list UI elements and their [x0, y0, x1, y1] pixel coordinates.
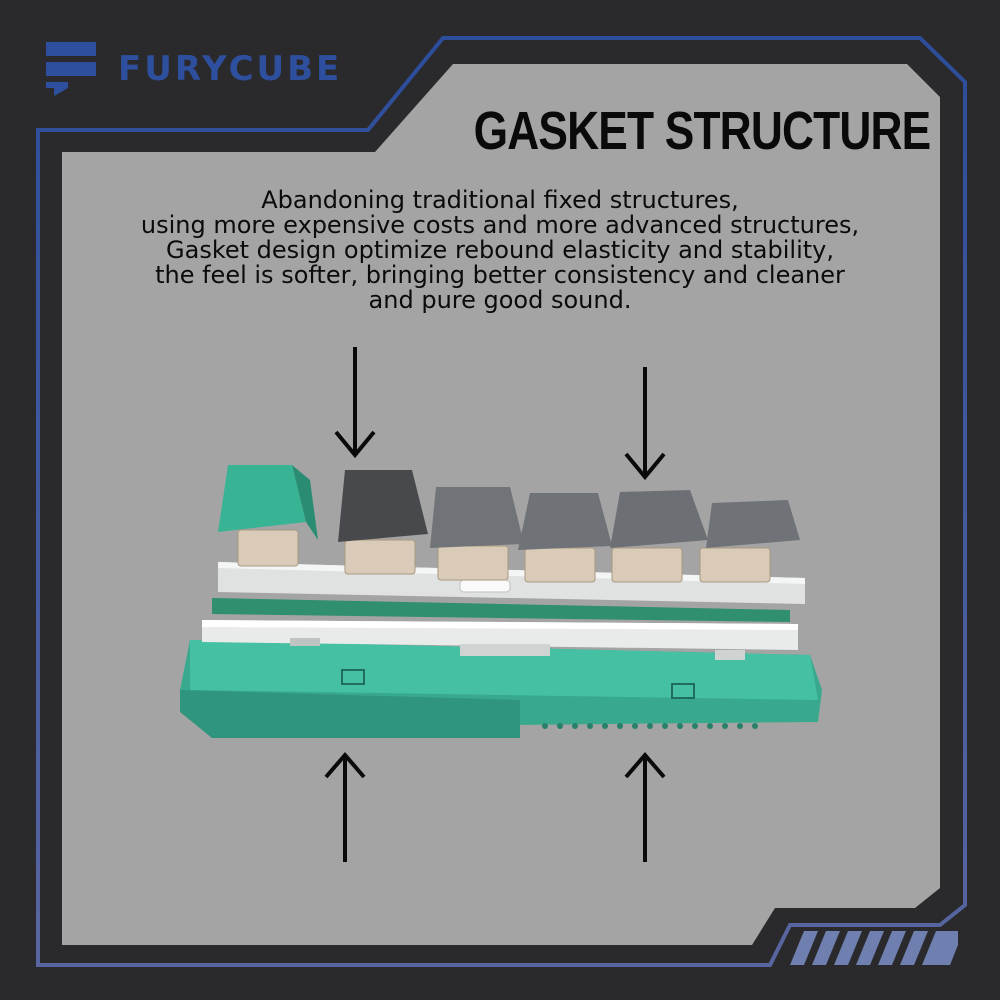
switch-row — [237, 529, 771, 583]
outer-frame-border — [36, 36, 967, 967]
headline: GASKET STRUCTURE — [473, 101, 932, 161]
description-line: the feel is softer, bringing better cons… — [155, 261, 845, 289]
arrow-up-icon — [624, 751, 666, 862]
arrow-down-icon — [624, 367, 666, 481]
arrow-up-icon — [324, 751, 366, 862]
keycap-dark — [338, 470, 428, 542]
keycap-grey — [706, 500, 800, 548]
description-line: Abandoning traditional fixed structures, — [261, 186, 739, 214]
keyboard-case — [180, 640, 822, 738]
keycap-grey — [518, 493, 612, 550]
keycap-grey — [610, 490, 708, 548]
pcb-board — [212, 598, 790, 622]
keycap-teal — [218, 465, 306, 532]
arrow-down-icon — [334, 347, 376, 459]
brand: FURYCUBE — [46, 42, 342, 96]
keycap-grey — [430, 487, 524, 548]
description-line: using more expensive costs and more adva… — [140, 211, 860, 239]
corner-stripes — [790, 931, 958, 965]
brand-name: FURYCUBE — [118, 49, 343, 89]
description: Abandoning traditional fixed structures,… — [80, 188, 920, 313]
keycap-row — [218, 465, 800, 550]
gasket-plate — [202, 620, 798, 660]
description-line: and pure good sound. — [368, 286, 632, 314]
furycube-logo-icon — [46, 42, 96, 96]
description-line: Gasket design optimize rebound elasticit… — [166, 236, 834, 264]
case-vent-row — [542, 723, 758, 729]
